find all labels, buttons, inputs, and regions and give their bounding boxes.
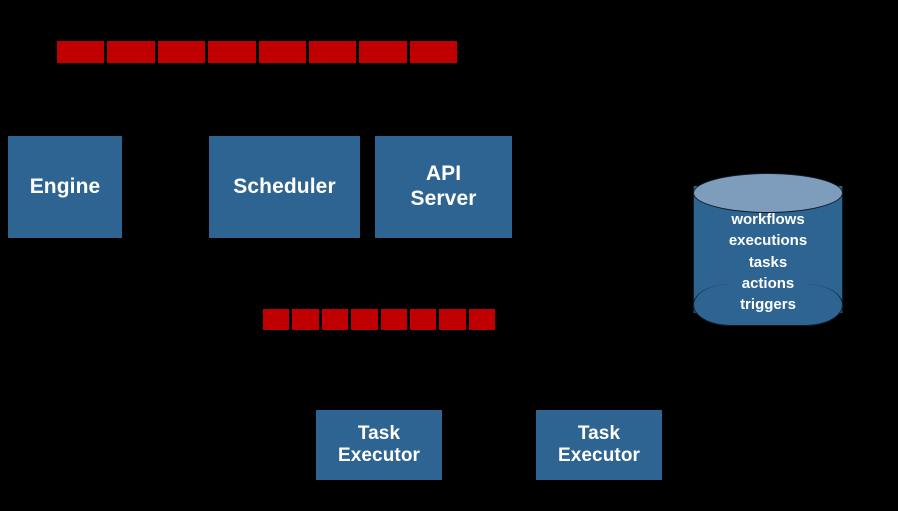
bus-segment [208,41,256,63]
bus-segment [263,309,290,330]
bus-segment [409,309,437,330]
bus-segment [351,309,378,330]
node-api-server[interactable]: API Server [375,136,512,238]
bus-segment [258,41,306,63]
bus-segment [292,309,319,330]
node-task-executor-2[interactable]: Task Executor [536,410,662,480]
bus-segment [308,41,357,63]
bus-segment [409,41,457,63]
bus-segment [380,309,407,330]
node-task-executor-1[interactable]: Task Executor [316,410,442,480]
cylinder-top-ellipse [693,173,843,213]
node-scheduler[interactable]: Scheduler [209,136,360,238]
datastore-cylinder[interactable]: workflows executions tasks actions trigg… [693,173,843,326]
cylinder-bottom-ellipse [693,284,843,326]
datastore-entity-list: workflows executions tasks actions trigg… [728,211,808,314]
bus-segment [439,309,466,330]
bus-segment [359,41,407,63]
bus-segment [157,41,206,63]
bus-segment [321,309,349,330]
message-bus-lower [263,309,495,330]
bus-segment [468,309,495,330]
bus-segment [107,41,155,63]
bus-segment [57,41,105,63]
node-engine[interactable]: Engine [8,136,122,238]
message-bus-top [57,41,457,63]
